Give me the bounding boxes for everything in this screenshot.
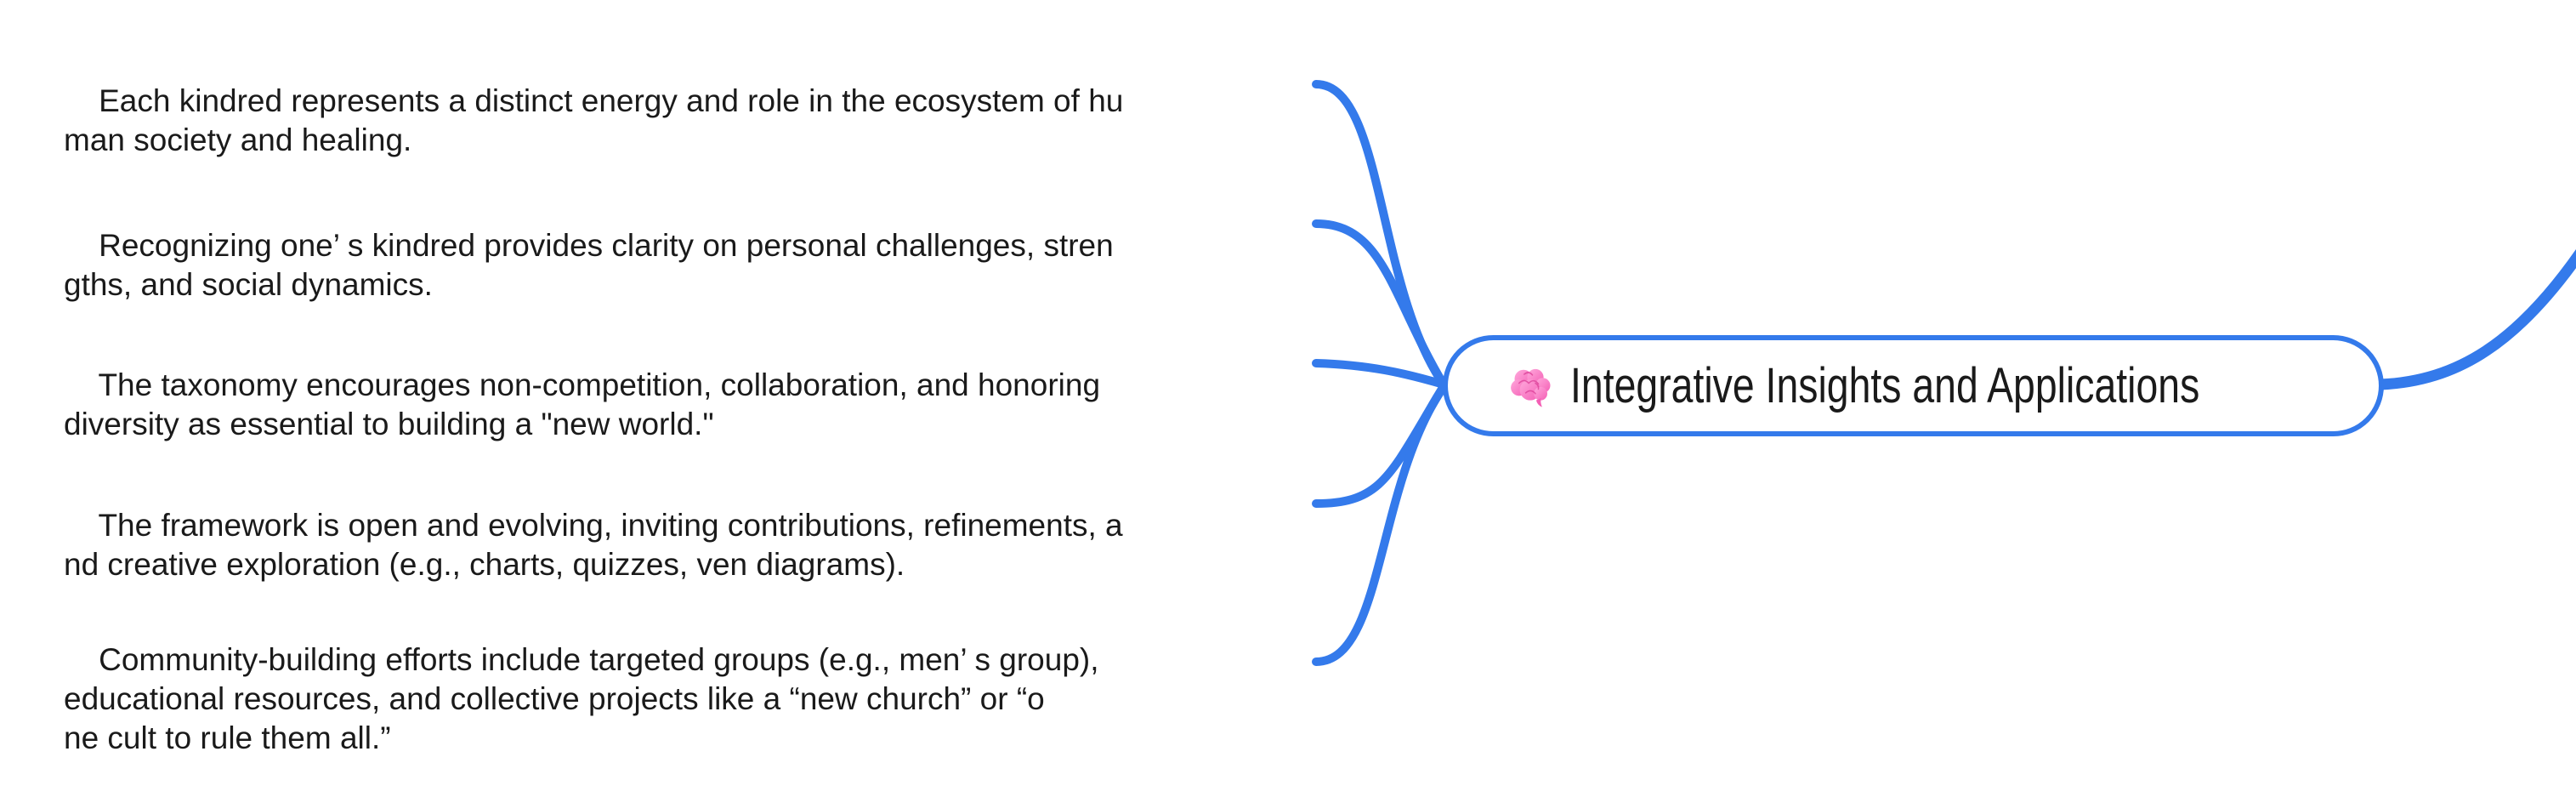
leaf-node-4[interactable]: The framework is open and evolving, invi… bbox=[64, 467, 1123, 623]
leaf-node-1[interactable]: Each kindred represents a distinct energ… bbox=[64, 43, 1123, 199]
leaf-node-3[interactable]: The taxonomy encourages non-competition,… bbox=[64, 327, 1100, 483]
central-topic-node[interactable]: Integrative Insights and Applications bbox=[1443, 335, 2384, 436]
brain-emoji-icon bbox=[1506, 362, 1553, 410]
leaf-node-5[interactable]: Community-building efforts include targe… bbox=[64, 601, 1099, 797]
leaf-node-2-label: Recognizing one’ s kindred provides clar… bbox=[64, 228, 1114, 302]
central-topic-label: Integrative Insights and Applications bbox=[1570, 358, 2200, 413]
leaf-node-2[interactable]: Recognizing one’ s kindred provides clar… bbox=[64, 187, 1114, 344]
branch-curve-2 bbox=[1312, 219, 1448, 389]
branch-curve-4 bbox=[1312, 382, 1448, 508]
branch-curve-3 bbox=[1312, 359, 1448, 389]
branch-curve-5 bbox=[1312, 383, 1448, 666]
branch-edges bbox=[1312, 80, 2576, 666]
branch-curve-1 bbox=[1312, 80, 1448, 389]
leaf-node-4-label: The framework is open and evolving, invi… bbox=[64, 508, 1123, 582]
leaf-node-3-label: The taxonomy encourages non-competition,… bbox=[64, 367, 1101, 441]
leaf-node-5-label: Community-building efforts include targe… bbox=[64, 642, 1099, 755]
mindmap-canvas: Each kindred represents a distinct energ… bbox=[64, 43, 2576, 755]
leaf-node-1-label: Each kindred represents a distinct energ… bbox=[64, 83, 1124, 157]
branch-curve-right bbox=[2375, 248, 2576, 390]
